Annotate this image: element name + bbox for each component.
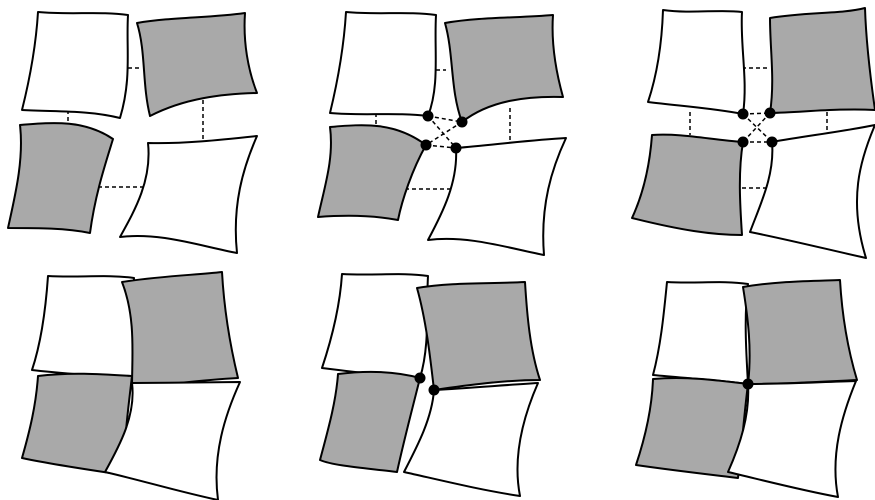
panel-top-middle bbox=[317, 11, 567, 256]
dashed-link bbox=[427, 115, 463, 123]
gray-quad bbox=[7, 122, 114, 234]
white-quad bbox=[321, 273, 429, 379]
gray-quad bbox=[444, 14, 564, 123]
dashed-link bbox=[425, 121, 463, 146]
vertex-dot bbox=[456, 116, 468, 128]
panel-top-right bbox=[631, 7, 875, 259]
dashed-link bbox=[427, 115, 457, 149]
vertex-dot bbox=[766, 136, 778, 148]
vertex-dot bbox=[764, 107, 776, 119]
gray-quad bbox=[742, 279, 858, 385]
white-quad bbox=[647, 9, 746, 115]
vertex-dot bbox=[422, 110, 434, 122]
white-quad bbox=[119, 135, 258, 254]
gray-quad bbox=[416, 281, 541, 391]
vertex-dot bbox=[450, 142, 462, 154]
white-quad bbox=[403, 382, 539, 497]
gray-quad bbox=[319, 370, 421, 473]
gray-quad bbox=[769, 7, 875, 114]
white-quad bbox=[31, 275, 135, 379]
panel-bottom-left bbox=[21, 271, 241, 500]
vertex-dot bbox=[742, 378, 754, 390]
dashed-link bbox=[742, 113, 773, 143]
vertex-dot bbox=[428, 384, 440, 396]
vertex-dot bbox=[737, 108, 749, 120]
gray-quad bbox=[121, 271, 239, 389]
panel-top-left bbox=[7, 11, 258, 254]
white-quad bbox=[749, 124, 875, 259]
vertex-dot bbox=[420, 139, 432, 151]
white-quad bbox=[727, 380, 857, 498]
white-quad bbox=[427, 137, 567, 256]
gray-quad bbox=[317, 124, 427, 221]
white-quad bbox=[329, 11, 437, 117]
dashed-link bbox=[425, 144, 457, 149]
gray-quad bbox=[136, 12, 258, 117]
vertex-dot bbox=[737, 136, 749, 148]
panel-bottom-right bbox=[635, 279, 858, 498]
gray-quad bbox=[631, 133, 744, 236]
white-quad bbox=[21, 11, 129, 119]
gray-quad bbox=[635, 376, 749, 479]
vertex-dot bbox=[414, 372, 426, 384]
white-quad bbox=[652, 281, 749, 385]
panel-bottom-middle bbox=[319, 273, 541, 497]
